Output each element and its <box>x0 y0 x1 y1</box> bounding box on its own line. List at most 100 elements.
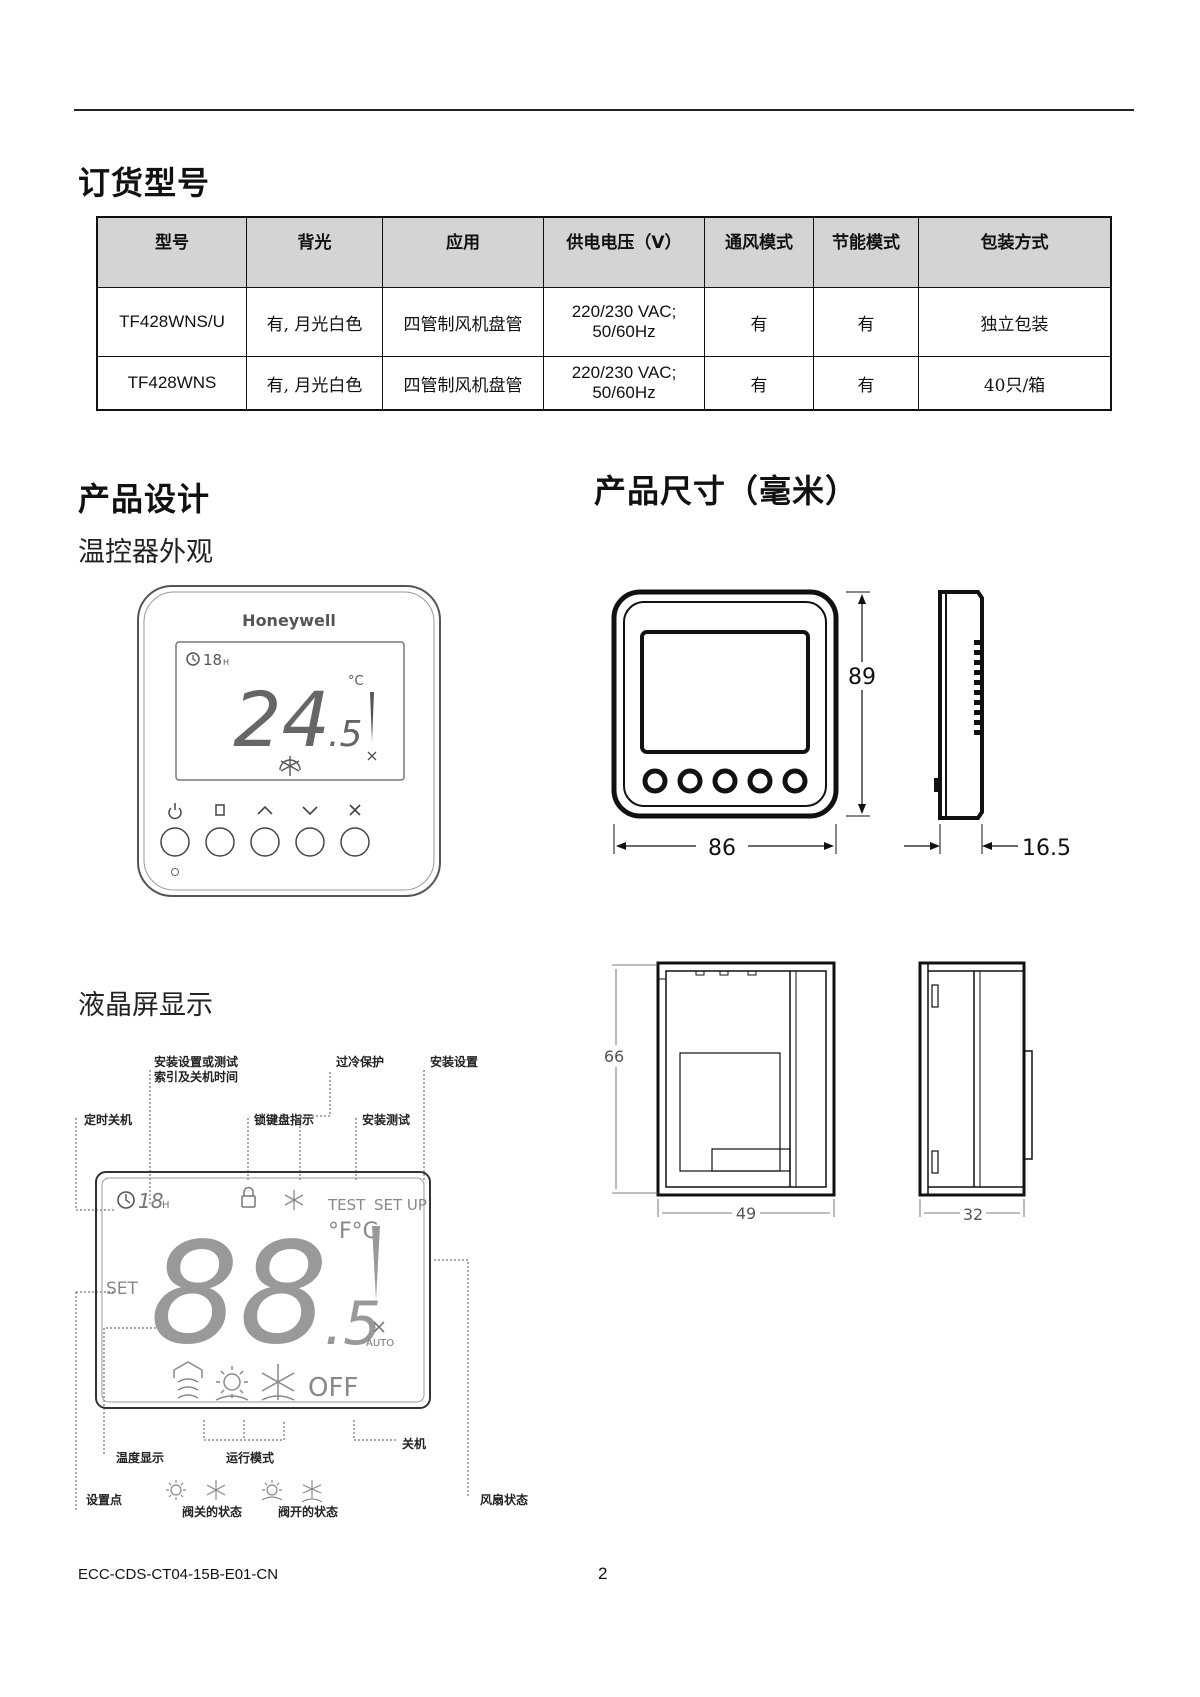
cell-voltage: 220/230 VAC; 50/60Hz <box>543 287 705 357</box>
lcd-decimal: .5 <box>324 1289 381 1359</box>
cell-backlight: 有, 月光白色 <box>246 287 383 357</box>
fan-button[interactable] <box>340 827 370 857</box>
callout-fan-status: 风扇状态 <box>480 1492 528 1507</box>
callout-install-test: 安装测试 <box>362 1112 410 1127</box>
callout-index-and-off-time: 索引及关机时间 <box>154 1069 238 1084</box>
temperature-unit: °C <box>348 674 364 689</box>
ventilation-icon <box>173 1361 203 1399</box>
cell-application: 四管制风机盘管 <box>382 287 544 357</box>
dimensions-title: 产品尺寸（毫米） <box>594 472 859 510</box>
callout-install-setting-or-test: 安装设置或测试 <box>154 1054 238 1069</box>
cell-application: 四管制风机盘管 <box>382 356 544 411</box>
callout-timer-off: 定时关机 <box>84 1112 132 1127</box>
callout-install-setup: 安装设置 <box>430 1054 478 1069</box>
lcd-display-diagram: 安装设置或测试 索引及关机时间 过冷保护 安装设置 定时关机 锁键盘指示 安装测… <box>75 1054 528 1519</box>
lcd-clock-icon <box>117 1191 135 1209</box>
valve-closed-cool-icon <box>206 1480 226 1500</box>
table-row: TF428WNS 有, 月光白色 四管制风机盘管 220/230 VAC; 50… <box>96 356 1112 411</box>
temperature-decimal: .5 <box>328 714 362 755</box>
backbox-side-drawing: 32 <box>918 961 1033 1224</box>
lcd-timer-unit: H <box>162 1200 170 1211</box>
inner-height-dimension: 66 <box>604 1047 624 1066</box>
overcool-snowflake-icon <box>284 1190 304 1210</box>
inner-depth-dimension: 32 <box>963 1205 983 1224</box>
callout-temp-display: 温度显示 <box>116 1450 164 1465</box>
col-application: 应用 <box>382 216 544 288</box>
cell-model: TF428WNS/U <box>96 287 247 357</box>
cell-ventilation: 有 <box>704 356 814 411</box>
lcd-auto-indicator: AUTO <box>366 1338 394 1349</box>
lcd-setup-indicator: SET UP <box>374 1196 427 1214</box>
brand-logo: Honeywell <box>242 611 336 630</box>
mode-button[interactable] <box>205 827 235 857</box>
cooling-mode-icon <box>279 756 301 776</box>
cell-eco: 有 <box>813 287 919 357</box>
inner-width-dimension: 49 <box>736 1204 756 1223</box>
appearance-subtitle: 温控器外观 <box>78 537 213 568</box>
valve-open-cool-icon <box>301 1480 323 1503</box>
valve-open-heat-icon <box>261 1480 283 1501</box>
height-dimension: 89 <box>848 665 876 690</box>
callout-overcool: 过冷保护 <box>336 1054 384 1069</box>
cell-packaging: 独立包装 <box>918 287 1112 357</box>
callout-valve-closed: 阀关的状态 <box>182 1504 242 1519</box>
power-button[interactable] <box>160 827 190 857</box>
up-icon <box>257 805 273 815</box>
doc-id: ECC-CDS-CT04-15B-E01-CN <box>78 1566 279 1583</box>
table-header-row: 型号 背光 应用 供电电压（V） 通风模式 节能模式 包装方式 <box>96 216 1112 288</box>
lcd-frame <box>95 1171 431 1409</box>
timer-unit: H <box>223 658 229 667</box>
callout-off: 关机 <box>402 1436 426 1451</box>
col-eco: 节能模式 <box>813 216 919 288</box>
lock-icon <box>241 1186 256 1208</box>
callout-run-mode: 运行模式 <box>226 1450 274 1465</box>
lcd-fan-icon <box>373 1321 385 1333</box>
col-backlight: 背光 <box>246 216 383 288</box>
lcd-fan-speed-bar <box>372 1226 380 1300</box>
page-number: 2 <box>598 1564 608 1583</box>
side-dimension-drawing: 16.5 <box>904 590 1071 861</box>
clock-icon <box>186 652 200 666</box>
col-packaging: 包装方式 <box>918 216 1112 288</box>
cell-backlight: 有, 月光白色 <box>246 356 383 411</box>
col-ventilation: 通风模式 <box>704 216 814 288</box>
lcd-set-indicator: SET <box>106 1279 139 1299</box>
cell-packaging: 40只/箱 <box>918 356 1112 411</box>
cell-model: TF428WNS <box>96 356 247 411</box>
mode-icon <box>215 804 225 816</box>
callout-setpoint: 设置点 <box>86 1492 122 1507</box>
backbox-dimension-drawing: 66 49 <box>604 961 836 1223</box>
lcd-subtitle: 液晶屏显示 <box>78 990 213 1021</box>
valve-closed-heat-icon <box>166 1480 186 1500</box>
cell-eco: 有 <box>813 356 919 411</box>
callout-valve-open: 阀开的状态 <box>278 1504 338 1519</box>
lcd-digits: 88 <box>150 1213 328 1376</box>
status-led <box>171 868 179 876</box>
heating-icon <box>215 1366 249 1401</box>
cell-voltage: 220/230 VAC; 50/60Hz <box>543 356 705 411</box>
up-button[interactable] <box>250 827 280 857</box>
power-icon <box>168 803 182 820</box>
ordering-title: 订货型号 <box>78 164 211 202</box>
col-model: 型号 <box>96 216 247 288</box>
thermostat-illustration: Honeywell 18 H 24 .5 °C <box>137 585 441 897</box>
order-table: 型号 背光 应用 供电电压（V） 通风模式 节能模式 包装方式 TF428WNS… <box>96 216 1112 411</box>
lcd-window <box>175 641 405 781</box>
temperature-digits: 24 <box>233 675 330 764</box>
timer-value: 18 <box>203 651 222 669</box>
design-title: 产品设计 <box>78 480 211 518</box>
lcd-timer-value: 18 <box>138 1189 163 1213</box>
lcd-test-indicator: TEST <box>327 1196 366 1214</box>
lcd-unit-indicator: °F°C <box>328 1219 378 1244</box>
fan-icon <box>367 751 377 761</box>
down-button[interactable] <box>295 827 325 857</box>
fan-button-icon <box>349 804 361 816</box>
cooling-icon <box>261 1364 295 1401</box>
col-voltage: 供电电压（V） <box>543 216 705 288</box>
width-dimension: 86 <box>708 836 736 861</box>
lcd-off-indicator: OFF <box>308 1373 358 1403</box>
callout-keylock: 锁键盘指示 <box>254 1112 314 1127</box>
front-dimension-drawing: 89 86 <box>611 589 876 861</box>
depth-dimension: 16.5 <box>1022 836 1071 861</box>
cell-ventilation: 有 <box>704 287 814 357</box>
